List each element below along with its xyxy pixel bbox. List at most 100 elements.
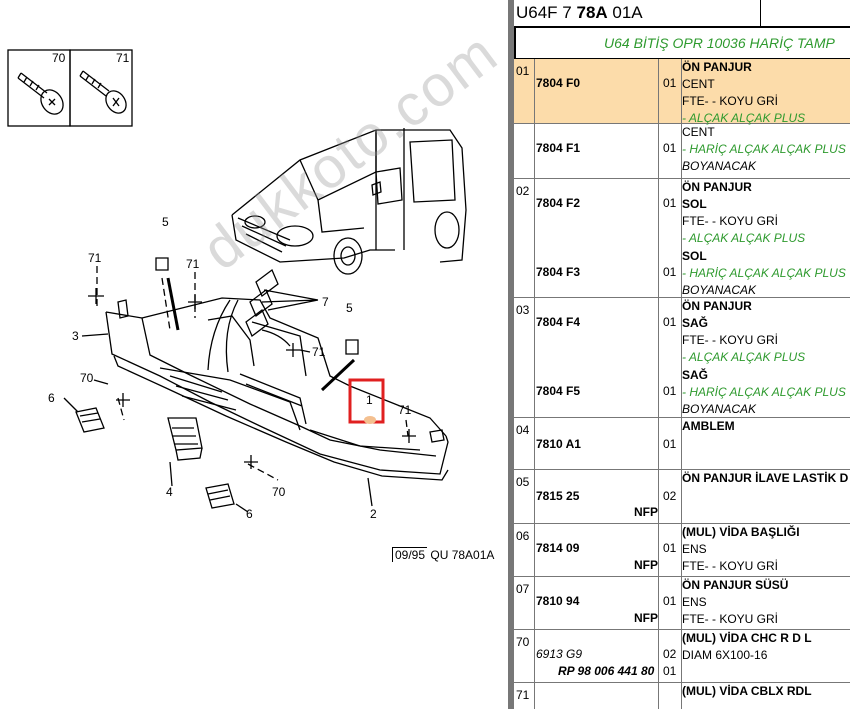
part-description: (MUL) VİDA CHC R D L [682, 631, 812, 645]
part-description: AMBLEM [682, 419, 735, 433]
quantity: 01 [663, 384, 677, 398]
panel-divider[interactable] [508, 0, 514, 709]
screw-71-icon [79, 70, 127, 114]
part-number[interactable]: 7804 F1 [536, 141, 581, 155]
quantity: 01 [663, 437, 677, 451]
row-ref-number: 01 [516, 64, 530, 78]
row-ref-number: 70 [516, 635, 530, 649]
label-6-right: 6 [246, 507, 253, 521]
part-number[interactable]: 7810 94 [536, 594, 580, 608]
part-description: FTE- - KOYU GRİ [682, 612, 778, 626]
part-description: FTE- - KOYU GRİ [682, 94, 778, 108]
row-ref-number: 71 [516, 688, 530, 702]
part-description: ÖN PANJUR İLAVE LASTİK D [682, 471, 849, 485]
part-description: FTE- - KOYU GRİ [682, 559, 778, 573]
alt-reference-number[interactable]: RP 98 006 441 80 [558, 664, 655, 678]
clip-6-left-illustration [75, 407, 105, 433]
clip-6-right-illustration [205, 483, 235, 509]
table-row[interactable]: 03 7804 F4 01 ÖN PANJUR SAĞ FTE- - KOYU GRİ - … [514, 298, 850, 418]
label-4: 4 [166, 485, 173, 499]
part-description: - ALÇAK ALÇAK PLUS [682, 350, 806, 364]
nfp-flag: NFP [634, 505, 658, 519]
bumper-illustration [105, 297, 449, 481]
quantity: 01 [663, 196, 677, 210]
part-description: SOL [682, 197, 707, 211]
label-6-left: 6 [48, 391, 55, 405]
part-description: ENS [682, 542, 707, 556]
quantity: 02 [663, 647, 677, 661]
label-5-right: 5 [346, 301, 353, 315]
label-5-left: 5 [162, 215, 169, 229]
label-3: 3 [72, 329, 79, 343]
part-description: FTE- - KOYU GRİ [682, 333, 778, 347]
part-description: ENS [682, 595, 707, 609]
part-description: SAĞ [682, 368, 709, 382]
row-ref-number: 03 [516, 303, 530, 317]
label-71-d: 71 [398, 403, 412, 417]
label-70-b: 70 [272, 485, 286, 499]
part-description: BOYANACAK [682, 402, 757, 416]
label-71-a: 71 [88, 251, 102, 265]
part-description: (MUL) VİDA BAŞLIĞI [682, 525, 800, 539]
part-description: - HARİÇ ALÇAK ALÇAK PLUS [682, 385, 846, 399]
catalog-code: U64F 7 78A 01A [516, 3, 643, 23]
table-row[interactable]: 70 6913 G9 02 (MUL) VİDA CHC R D L DIAM 6X10… [514, 630, 850, 683]
part-description: BOYANACAK [682, 159, 757, 173]
screw-71-box [69, 49, 133, 127]
nfp-flag: NFP [634, 611, 658, 625]
part-number[interactable]: 7804 F5 [536, 384, 581, 398]
part-description: BOYANACAK [682, 283, 757, 297]
part-description: SOL [682, 249, 707, 263]
catalog-subtitle-bar: U64 BİTİŞ OPR 10036 HARİÇ TAMP [514, 27, 850, 60]
part-description: CENT [682, 125, 715, 139]
table-row[interactable]: 71 (MUL) VİDA CBLX RDL [514, 683, 850, 709]
van-illustration [231, 128, 467, 275]
label-71-b: 71 [186, 257, 200, 271]
part-description: - ALÇAK ALÇAK PLUS [682, 111, 806, 125]
label-7: 7 [322, 295, 329, 309]
part-number[interactable]: 7804 F3 [536, 265, 581, 279]
label-71-top: 71 [116, 51, 130, 65]
part-number[interactable]: 7810 A1 [536, 437, 581, 451]
part-description: (MUL) VİDA CBLX RDL [682, 684, 812, 698]
row-ref-number: 04 [516, 423, 530, 437]
clip-5-left-illustration [155, 257, 169, 271]
diagram-drawing: 70 71 5 71 71 7 5 3 71 70 1 6 71 4 70 2 … [7, 49, 467, 521]
catalog-subtitle: U64 BİTİŞ OPR 10036 HARİÇ TAMP [604, 35, 835, 51]
quantity: 01 [663, 265, 677, 279]
part-description: SAĞ [682, 316, 709, 330]
part-description: ÖN PANJUR SÜSÜ [682, 578, 789, 592]
part-description: DIAM 6X100-16 [682, 648, 768, 662]
part-description: - HARİÇ ALÇAK ALÇAK PLUS [682, 266, 846, 280]
label-70-a: 70 [80, 371, 94, 385]
screw-70-icon [17, 72, 64, 115]
row-ref-number: 06 [516, 529, 530, 543]
clip-5-right-illustration [345, 339, 359, 355]
parts-list-panel: U64F 7 78A 01A U64 BİTİŞ OPR 10036 HARİÇ… [514, 0, 850, 709]
part-number[interactable]: 7804 F0 [536, 76, 581, 90]
part-number[interactable]: 7815 25 [536, 489, 580, 503]
part-number[interactable]: 7804 F4 [536, 315, 581, 329]
part-number[interactable]: 7804 F2 [536, 196, 581, 210]
nfp-flag: NFP [634, 558, 658, 572]
table-row[interactable]: 04 7810 A1 01 AMBLEM [514, 418, 850, 470]
flap-7c-illustration [245, 308, 269, 338]
part-description: ÖN PANJUR [682, 299, 752, 313]
diagram-ref-code: QU 78A01A [430, 548, 495, 562]
part-number[interactable]: 6913 G9 [536, 647, 583, 661]
quantity: 01 [663, 594, 677, 608]
label-2: 2 [370, 507, 377, 521]
part-number[interactable]: 7814 09 [536, 541, 580, 555]
label-1[interactable]: 1 [366, 393, 373, 407]
label-71-c: 71 [312, 345, 326, 359]
bracket-4-illustration [167, 417, 203, 461]
part-description: FTE- - KOYU GRİ [682, 214, 778, 228]
part-description: - HARİÇ ALÇAK ALÇAK PLUS [682, 142, 846, 156]
part-description: ÖN PANJUR [682, 180, 752, 194]
